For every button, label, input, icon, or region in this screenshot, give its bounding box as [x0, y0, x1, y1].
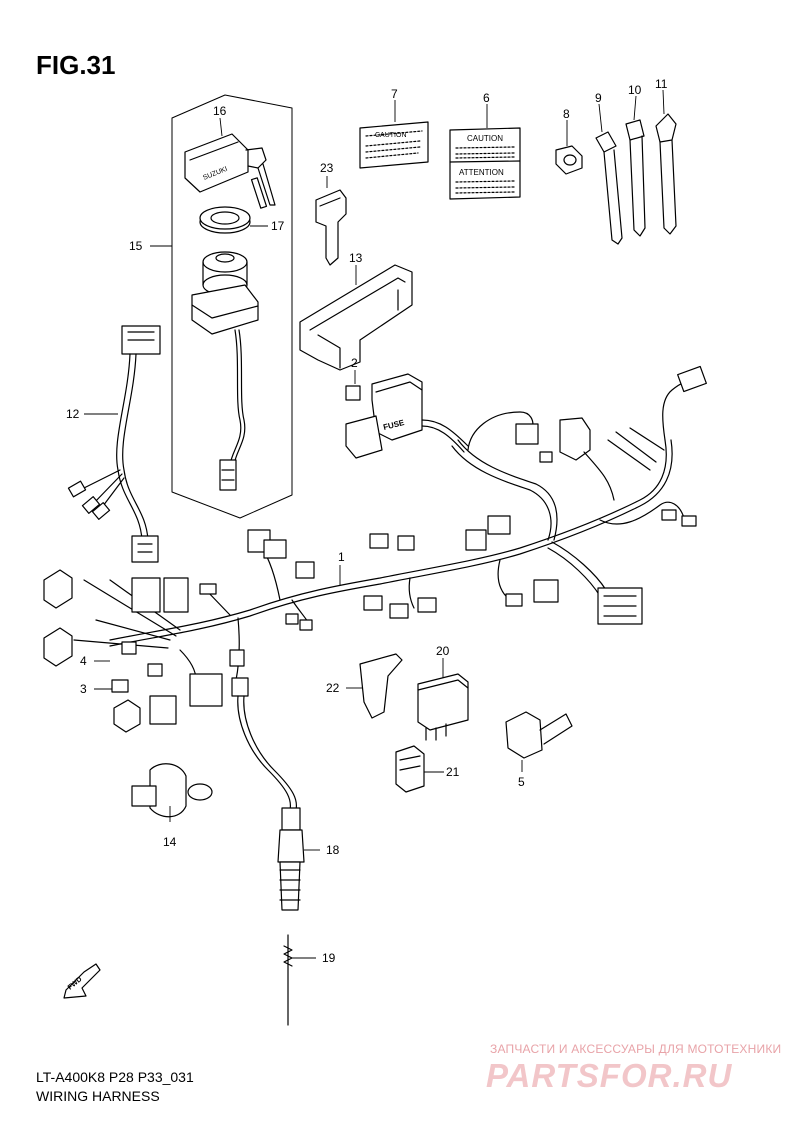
- cable-tie-11: [655, 113, 677, 235]
- figure-name: WIRING HARNESS: [36, 1088, 160, 1104]
- label-23: 23: [320, 161, 334, 175]
- handlebar-harness-12: [67, 325, 161, 563]
- spring-19: [283, 934, 293, 1026]
- label-16: 16: [213, 104, 227, 118]
- caution-decal-7: [359, 121, 429, 169]
- watermark-subtitle: ЗАПЧАСТИ И АКСЕССУАРЫ ДЛЯ МОТОТЕХНИКИ: [490, 1042, 782, 1056]
- caution-decal-6: [449, 127, 521, 200]
- cable-tie-9: [595, 131, 623, 245]
- connector-21: [395, 745, 425, 793]
- boot-5: [505, 711, 573, 759]
- label-20: 20: [436, 644, 450, 658]
- label-21: 21: [446, 765, 460, 779]
- figure-code: LT-A400K8 P28 P33_031: [36, 1069, 194, 1085]
- nut-part: [199, 206, 251, 234]
- decal-7-caution-text: CAUTION: [375, 132, 407, 139]
- cable-tie-10: [625, 119, 646, 237]
- label-8: 8: [563, 107, 570, 121]
- key-part: [315, 189, 347, 266]
- label-11: 11: [655, 77, 668, 91]
- fuse-box-part: [345, 373, 469, 459]
- label-7: 7: [391, 87, 398, 101]
- label-3: 3: [80, 682, 87, 696]
- figure-title: FIG.31: [36, 50, 116, 80]
- decal-6-caution-text: CAUTION: [467, 134, 503, 143]
- label-9: 9: [595, 91, 602, 105]
- relay-20: [417, 673, 469, 741]
- sensor-14: [131, 763, 213, 818]
- label-19: 19: [322, 951, 336, 965]
- label-6: 6: [483, 91, 490, 105]
- ignition-switch-part: [191, 251, 259, 491]
- ignition-group-outline: [171, 94, 293, 519]
- label-14: 14: [163, 835, 177, 849]
- fwd-arrow: [63, 963, 101, 999]
- label-18: 18: [326, 843, 340, 857]
- main-harness-1: [43, 365, 707, 733]
- label-1: 1: [338, 550, 345, 564]
- label-2: 2: [351, 356, 358, 370]
- key-housing-part: [184, 133, 276, 209]
- sensor-cable-18: [237, 695, 305, 911]
- watermark-logo: PARTSFOR.RU: [486, 1057, 733, 1094]
- label-10: 10: [628, 83, 642, 97]
- label-4: 4: [80, 654, 87, 668]
- label-5: 5: [518, 775, 525, 789]
- bracket-22: [359, 653, 403, 719]
- label-12: 12: [66, 407, 80, 421]
- decal-6-attention-text: ATTENTION: [459, 168, 504, 177]
- label-22: 22: [326, 681, 340, 695]
- bracket-part: [299, 264, 413, 371]
- label-17: 17: [271, 219, 285, 233]
- label-15: 15: [129, 239, 143, 253]
- label-13: 13: [349, 251, 363, 265]
- clamp-part: [555, 145, 583, 175]
